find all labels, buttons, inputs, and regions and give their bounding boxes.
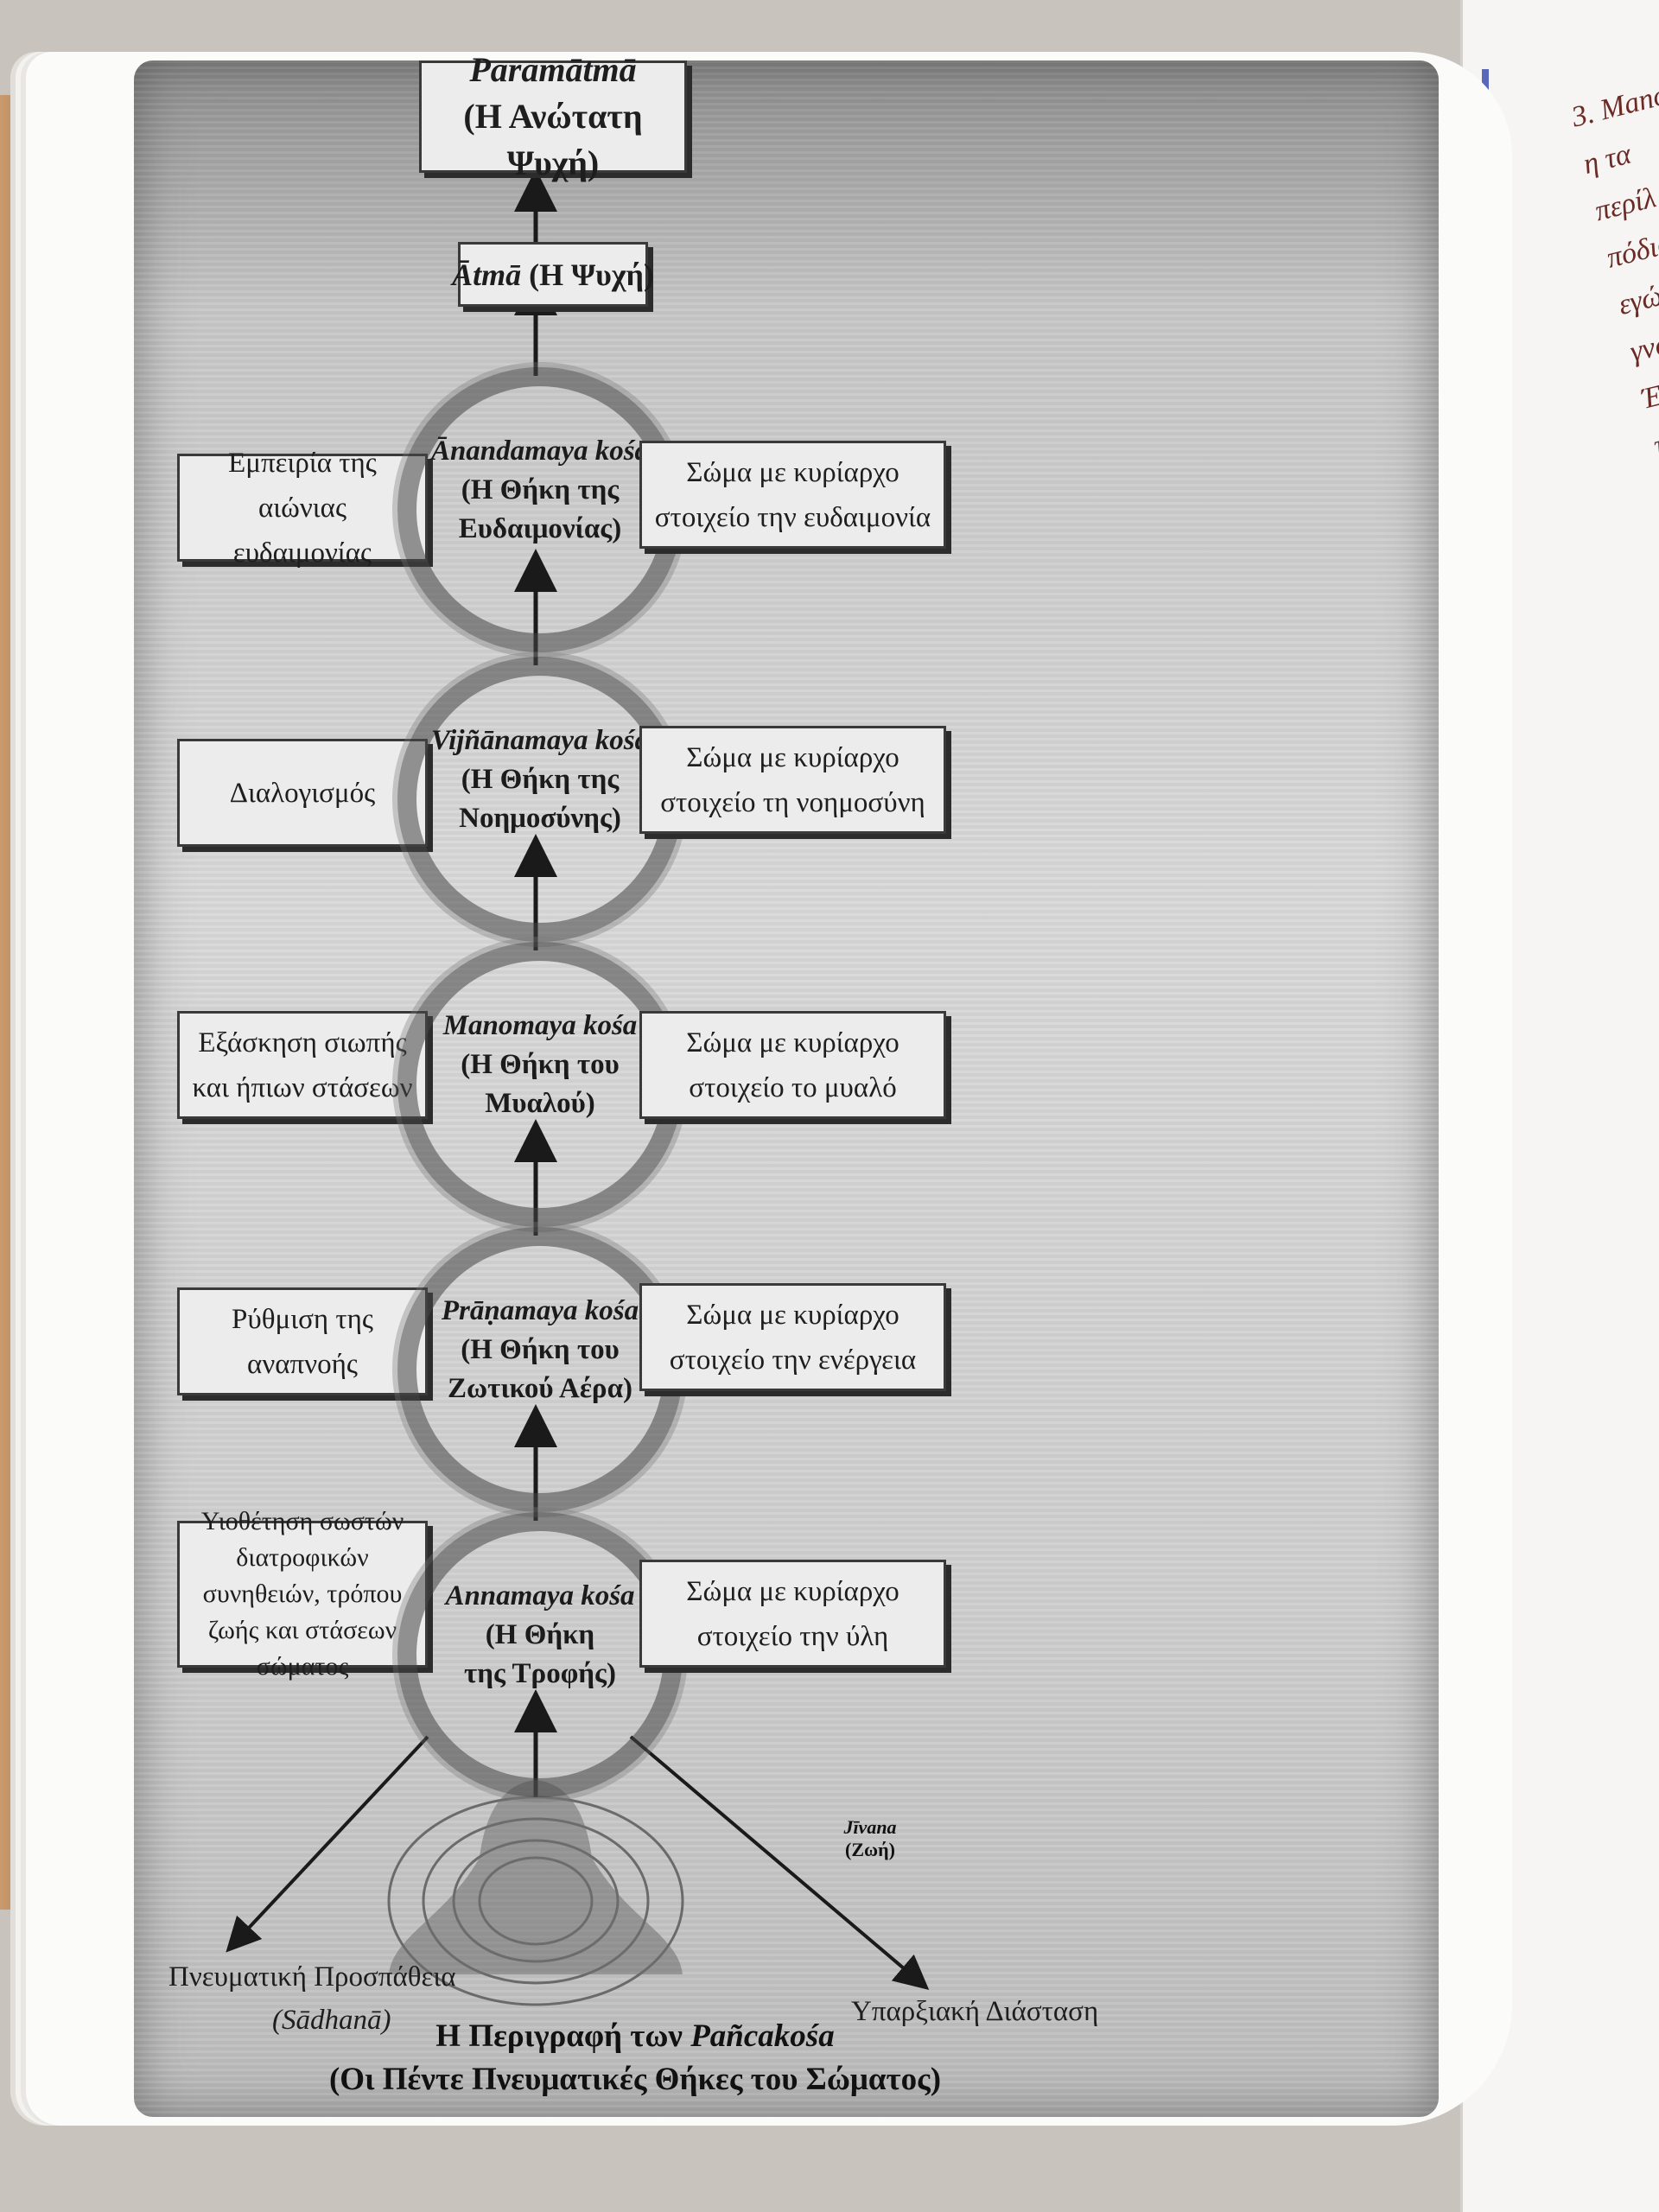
- meditating-figure: [387, 1780, 684, 2006]
- pancakosa-diagram: Paramātmā (Η Ανώτατη Ψυχή) Ātmā (Η Ψυχή)…: [134, 50, 1439, 2117]
- annamaya-label: Annamaya kośa (Η Θήκη της Τροφής): [402, 1577, 678, 1694]
- existential-dimension-label: Υπαρξιακή Διάσταση: [851, 1996, 1099, 2027]
- annamaya-name: Annamaya kośa: [445, 1580, 635, 1611]
- vijnanamaya-practice-box: Διαλογισμός: [177, 739, 428, 847]
- title-term: Pañcakośa: [690, 2018, 835, 2054]
- pranamaya-body-text: Σώμα με κυρίαρχο στοιχείο την ενέργεια: [669, 1299, 917, 1376]
- facing-page-text: 3. Mano η τα περίλ πόδια, εγώ. Δ γνωρίζ …: [1568, 79, 1659, 462]
- diagram-subtitle: (Οι Πέντε Πνευματικές Θήκες του Σώματος): [328, 2062, 942, 2097]
- anandamaya-line3: Ευδαιμονίας): [458, 513, 622, 544]
- arrow-to-sadhana: [226, 1735, 429, 1953]
- jivana-subtitle: (Ζωή): [845, 1839, 895, 1860]
- manomaya-practice-box: Εξάσκηση σιωπής και ήπιων στάσεων: [177, 1011, 428, 1119]
- anandamaya-label: Ānandamaya kośa (Η Θήκη της Ευδαιμονίας): [402, 432, 678, 549]
- jivana-name: Jīvana: [843, 1816, 897, 1838]
- annamaya-line3: της Τροφής): [464, 1658, 616, 1689]
- pranamaya-body-box: Σώμα με κυρίαρχο στοιχείο την ενέργεια: [639, 1283, 946, 1391]
- pranamaya-label: Prāṇamaya kośa (Η Θήκη του Ζωτικού Αέρα): [402, 1292, 678, 1408]
- pranamaya-practice-box: Ρύθμιση της αναπνοής: [177, 1287, 428, 1395]
- annamaya-line2: (Η Θήκη: [485, 1619, 595, 1650]
- vijnanamaya-line3: Νοημοσύνης): [459, 803, 621, 834]
- sadhana-sublabel: (Sādhanā): [272, 2005, 391, 2036]
- paramatma-label: Paramātmā: [469, 50, 637, 89]
- atma-label: Ātmā: [452, 257, 522, 292]
- anandamaya-body-box: Σώμα με κυρίαρχο στοιχείο την ευδαιμονία: [639, 441, 946, 549]
- pranamaya-line2: (Η Θήκη του: [461, 1334, 620, 1365]
- pranamaya-name: Prāṇamaya kośa: [441, 1295, 639, 1326]
- vijnanamaya-body-text: Σώμα με κυρίαρχο στοιχείο τη νοημοσύνη: [660, 741, 925, 818]
- sadhana-label: Πνευματική Προσπάθεια: [168, 1961, 456, 1993]
- atma-subtitle: (Η Ψυχή): [521, 257, 654, 292]
- manomaya-line2: (Η Θήκη του: [461, 1049, 620, 1080]
- vijnanamaya-body-box: Σώμα με κυρίαρχο στοιχείο τη νοημοσύνη: [639, 726, 946, 834]
- annamaya-practice-text: Υιοθέτηση σωστών διατροφικών συνηθειών, …: [200, 1507, 404, 1681]
- title-prefix: Η Περιγραφή των: [435, 2018, 691, 2054]
- arrow-to-existential: [629, 1735, 930, 1990]
- pranamaya-line3: Ζωτικού Αέρα): [447, 1373, 632, 1404]
- anandamaya-line2: (Η Θήκη της: [461, 474, 620, 505]
- paramatma-subtitle: (Η Ανώτατη Ψυχή): [463, 97, 643, 182]
- vijnanamaya-practice-text: Διαλογισμός: [229, 777, 376, 809]
- manomaya-practice-text: Εξάσκηση σιωπής και ήπιων στάσεων: [192, 1027, 413, 1103]
- jivana-label: Jīvana (Ζωή): [823, 1816, 918, 1861]
- manomaya-name: Manomaya kośa: [442, 1010, 638, 1041]
- manomaya-body-box: Σώμα με κυρίαρχο στοιχείο το μυαλό: [639, 1011, 946, 1119]
- annamaya-body-text: Σώμα με κυρίαρχο στοιχείο την ύλη: [686, 1575, 899, 1652]
- manomaya-label: Manomaya kośa (Η Θήκη του Μυαλού): [402, 1007, 678, 1123]
- anandamaya-practice-box: Εμπειρία της αιώνιας ευδαιμονίας: [177, 448, 428, 569]
- annamaya-body-box: Σώμα με κυρίαρχο στοιχείο την ύλη: [639, 1560, 946, 1668]
- manomaya-body-text: Σώμα με κυρίαρχο στοιχείο το μυαλό: [686, 1027, 899, 1103]
- anandamaya-body-text: Σώμα με κυρίαρχο στοιχείο την ευδαιμονία: [654, 456, 931, 533]
- vijnanamaya-name: Vijñānamaya kośa: [430, 725, 650, 756]
- pranamaya-practice-text: Ρύθμιση της αναπνοής: [232, 1303, 373, 1380]
- diagram-title: Η Περιγραφή των Pañcakośa: [367, 2018, 903, 2055]
- annamaya-practice-box: Υιοθέτηση σωστών διατροφικών συνηθειών, …: [177, 1507, 428, 1681]
- anandamaya-practice-text: Εμπειρία της αιώνιας ευδαιμονίας: [228, 447, 377, 569]
- vijnanamaya-label: Vijñānamaya kośa (Η Θήκη της Νοημοσύνης): [402, 721, 678, 838]
- paramatma-box: Paramātmā (Η Ανώτατη Ψυχή): [419, 50, 687, 182]
- atma-box: Ātmā (Η Ψυχή): [452, 242, 654, 307]
- manomaya-line3: Μυαλού): [485, 1088, 595, 1119]
- anandamaya-name: Ānandamaya kośa: [430, 435, 650, 467]
- vijnanamaya-line2: (Η Θήκη της: [461, 764, 620, 795]
